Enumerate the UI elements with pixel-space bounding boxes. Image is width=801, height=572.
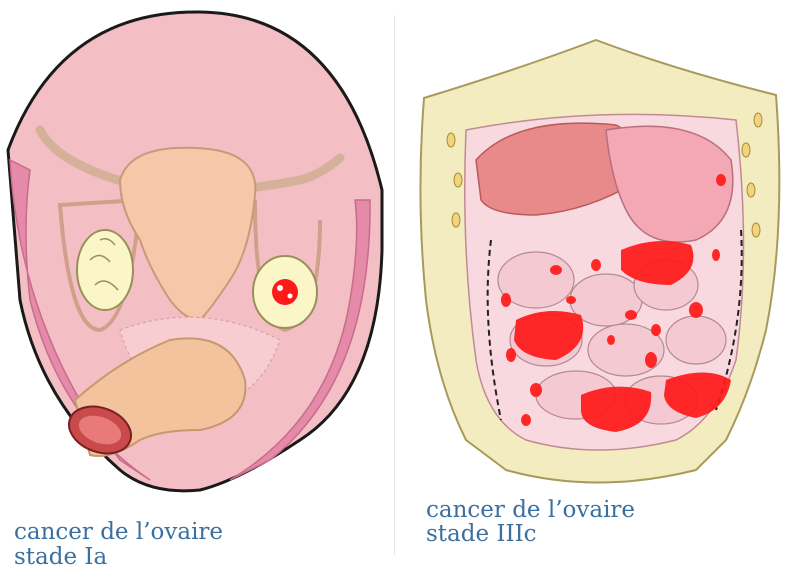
caption-stage-ia-line1: cancer de l’ovaire (14, 520, 223, 544)
tumor-spot-stage-ia (272, 279, 298, 305)
panel-divider (394, 15, 395, 555)
ovary-healthy (77, 230, 133, 310)
panel-stage-iiic: cancer de l’ovaire stade IIIc (396, 0, 801, 572)
caption-stage-iiic-line2: stade IIIc (426, 522, 537, 546)
abdomen-stage-iiic-illustration (396, 0, 801, 572)
caption-stage-ia-line2: stade Ia (14, 545, 107, 569)
caption-stage-iiic-line1: cancer de l’ovaire (426, 498, 635, 522)
pelvis-stage-ia-illustration (0, 0, 395, 572)
panel-stage-ia: cancer de l’ovaire stade Ia (0, 0, 395, 572)
